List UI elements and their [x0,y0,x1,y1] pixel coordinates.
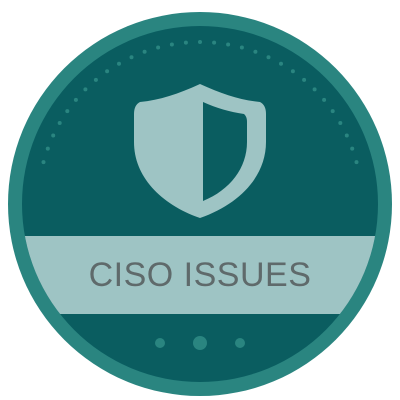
arc-dot [41,160,46,165]
label-banner [22,236,378,314]
arc-dot [239,45,244,50]
arc-dot [226,42,231,47]
arc-dot [338,121,343,125]
arc-dot [330,109,335,114]
arc-dot [129,55,134,60]
indicator-dots [155,336,245,350]
shield-icon [134,84,266,218]
indicator-dot [155,338,165,348]
arc-dot [169,42,174,47]
arc-dot [290,69,295,74]
arc-dot [83,87,88,92]
arc-dot [93,77,98,82]
arc-dot [65,109,70,114]
arc-dot [156,45,161,50]
arc-dot [105,69,110,74]
arc-dot [45,146,50,151]
arc-dot [266,55,271,60]
arc-dot [57,121,62,125]
arc-dot [350,146,355,151]
arc-dot [51,133,56,138]
arc-dot [73,97,78,102]
arc-dot [142,49,147,54]
arc-dot [198,40,202,44]
arc-dot [302,77,307,82]
arc-dot [279,61,283,66]
arc-dot [212,40,217,45]
arc-dot [322,97,327,102]
indicator-dot [193,336,207,350]
indicator-dot [235,338,245,348]
arc-dot [183,40,188,45]
arc-dot [312,87,317,92]
arc-dot [354,160,359,165]
arc-dot [117,61,121,66]
arc-dot [344,133,349,138]
dotted-arc-decoration [41,40,359,165]
arc-dot [253,49,258,54]
